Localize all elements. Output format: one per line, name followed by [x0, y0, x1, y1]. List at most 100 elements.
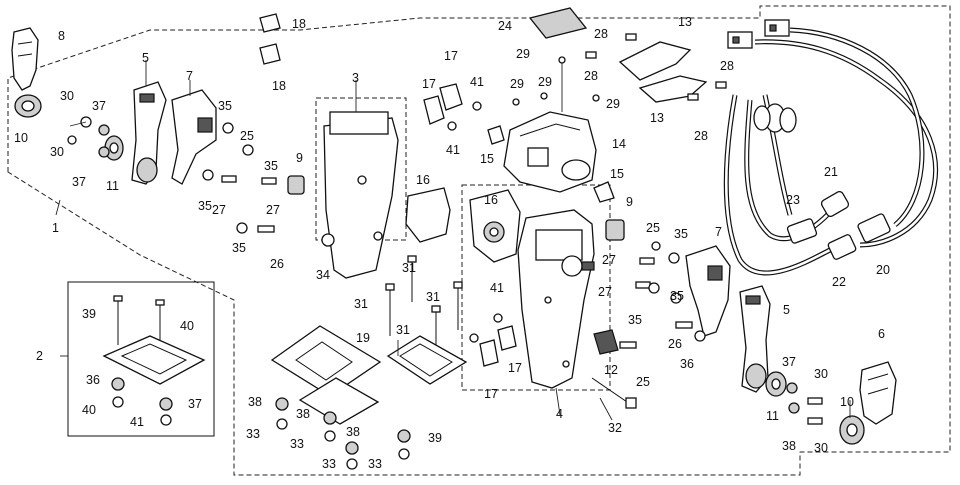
nut-35 [242, 144, 254, 156]
nut-33 [324, 430, 336, 442]
callout-labels: 1234556778991010111112131314151516161717… [14, 15, 890, 471]
washer-37 [788, 402, 800, 414]
callout-8: 8 [58, 29, 65, 43]
screw-27 [221, 175, 237, 183]
washer-36 [111, 377, 125, 391]
clip-15 [487, 125, 505, 145]
block-12 [593, 329, 619, 355]
callout-35: 35 [198, 199, 212, 213]
callout-35: 35 [628, 313, 642, 327]
plate-17 [423, 95, 445, 125]
callout-26: 26 [668, 337, 682, 351]
screw-27 [639, 257, 655, 265]
callout-29: 29 [606, 97, 620, 111]
nut-33 [276, 418, 288, 430]
handle-cover-8 [11, 27, 39, 91]
callout-30: 30 [814, 367, 828, 381]
leader-lines [55, 60, 851, 421]
callout-38: 38 [782, 439, 796, 453]
plate-17 [497, 325, 517, 351]
callout-35: 35 [674, 227, 688, 241]
callout-7: 7 [186, 69, 193, 83]
callout-17: 17 [422, 77, 436, 91]
washer-38 [323, 411, 337, 425]
callout-14: 14 [612, 137, 626, 151]
callout-5: 5 [142, 51, 149, 65]
bolt-30 [807, 417, 823, 425]
screw-27 [261, 177, 277, 185]
housing-14 [503, 111, 597, 193]
callout-33: 33 [322, 457, 336, 471]
callout-13: 13 [678, 15, 692, 29]
callout-23: 23 [786, 193, 800, 207]
callout-16: 16 [484, 193, 498, 207]
screw-29 [540, 92, 548, 100]
plate-17 [439, 83, 463, 111]
screw-29 [592, 94, 600, 102]
callout-30: 30 [50, 145, 64, 159]
bolt-30 [67, 135, 77, 145]
mount-plate [102, 335, 206, 385]
screw-28 [715, 81, 727, 89]
callout-33: 33 [246, 427, 260, 441]
callout-19: 19 [356, 331, 370, 345]
connector-23 [786, 218, 818, 244]
callout-25: 25 [636, 375, 650, 389]
bolt-30 [807, 397, 823, 405]
callout-31: 31 [354, 297, 368, 311]
callout-33: 33 [368, 457, 382, 471]
callout-25: 25 [240, 129, 254, 143]
washer-37 [98, 124, 110, 136]
washer-37 [98, 146, 110, 158]
callout-27: 27 [212, 203, 226, 217]
callout-16: 16 [416, 173, 430, 187]
callout-31: 31 [396, 323, 410, 337]
bolt-32 [591, 377, 631, 405]
callout-3: 3 [352, 71, 359, 85]
callout-2: 2 [36, 349, 43, 363]
nut-40 [112, 396, 124, 408]
callout-22: 22 [832, 275, 846, 289]
grommet [753, 105, 771, 131]
callout-17: 17 [508, 361, 522, 375]
callout-31: 31 [426, 290, 440, 304]
callout-36: 36 [86, 373, 100, 387]
callout-6: 6 [878, 327, 885, 341]
connector-20 [857, 213, 891, 243]
washer-38 [275, 397, 289, 411]
nut-34 [321, 233, 335, 247]
connector-21 [820, 191, 850, 217]
connector-22 [827, 234, 857, 260]
callout-41: 41 [490, 281, 504, 295]
callout-27: 27 [266, 203, 280, 217]
nut-35 [236, 222, 248, 234]
clip-18 [259, 43, 281, 65]
screw-26 [675, 321, 693, 329]
connector-pin [732, 36, 740, 44]
callout-40: 40 [180, 319, 194, 333]
connector-plug [764, 19, 790, 37]
callout-25: 25 [646, 221, 660, 235]
callout-41: 41 [446, 143, 460, 157]
washer-38 [397, 429, 411, 443]
wire-harness [723, 27, 939, 276]
callout-11: 11 [766, 409, 779, 423]
screw-29 [558, 56, 566, 64]
screw-28 [585, 51, 597, 59]
callout-41: 41 [470, 75, 484, 89]
screw-27 [635, 281, 651, 289]
assembly-outline [7, 5, 951, 476]
bracket-13 [618, 41, 692, 81]
callout-9: 9 [626, 195, 633, 209]
callout-35: 35 [264, 159, 278, 173]
callout-28: 28 [694, 129, 708, 143]
nut-41 [472, 101, 482, 111]
callout-36: 36 [680, 357, 694, 371]
connector-pin [769, 24, 777, 32]
callout-37: 37 [92, 99, 106, 113]
callout-28: 28 [584, 69, 598, 83]
callout-9: 9 [296, 151, 303, 165]
lever-7 [171, 89, 217, 185]
washer-36 [159, 397, 173, 411]
